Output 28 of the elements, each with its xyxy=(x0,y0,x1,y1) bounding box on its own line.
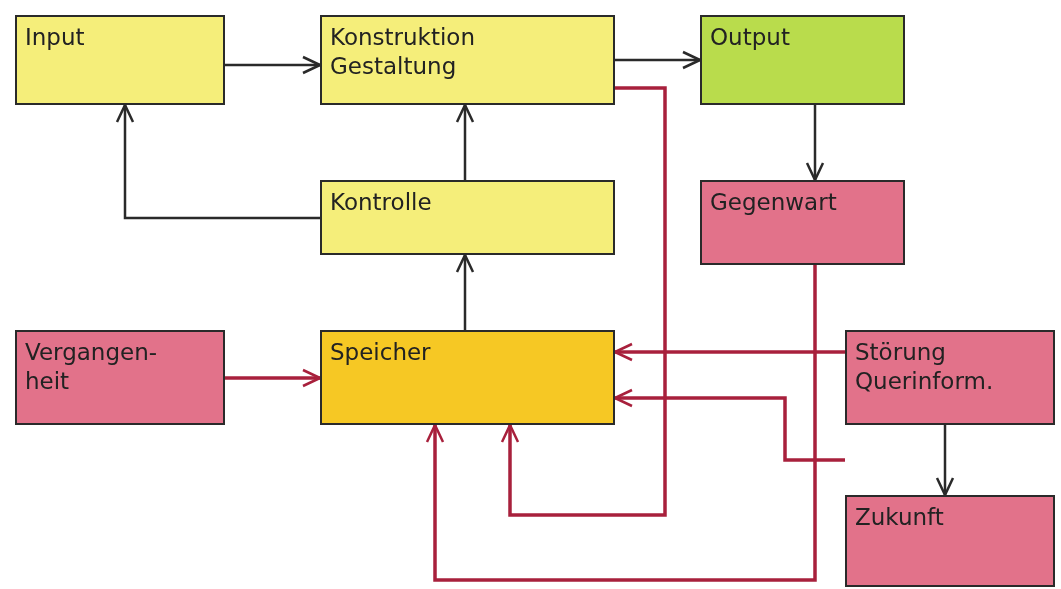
process-box xyxy=(15,15,225,105)
box-label: Konstruktion Gestaltung xyxy=(330,23,476,81)
box-label: Zukunft xyxy=(855,503,945,532)
process-box xyxy=(700,180,905,265)
arrow xyxy=(500,86,667,517)
process-box xyxy=(320,15,615,105)
arrow xyxy=(935,425,955,497)
process-box xyxy=(320,180,615,255)
process-box xyxy=(700,15,905,105)
box-label: Vergangen- heit xyxy=(25,338,159,396)
box-label: Output xyxy=(710,23,791,52)
process-box xyxy=(15,330,225,425)
arrow xyxy=(115,103,320,220)
arrow xyxy=(225,368,322,388)
process-box xyxy=(320,330,615,425)
arrow xyxy=(425,265,817,582)
box-label: Gegenwart xyxy=(710,188,838,217)
box-label: Kontrolle xyxy=(330,188,433,217)
arrow xyxy=(225,55,322,75)
arrow xyxy=(455,253,475,330)
arrow xyxy=(805,105,825,182)
box-label: Input xyxy=(25,23,86,52)
process-box xyxy=(845,495,1055,587)
process-box xyxy=(845,330,1055,425)
box-label: Störung Querinform. xyxy=(855,338,995,396)
box-label: Speicher xyxy=(330,338,432,367)
arrow xyxy=(455,103,475,180)
arrow xyxy=(615,50,702,70)
